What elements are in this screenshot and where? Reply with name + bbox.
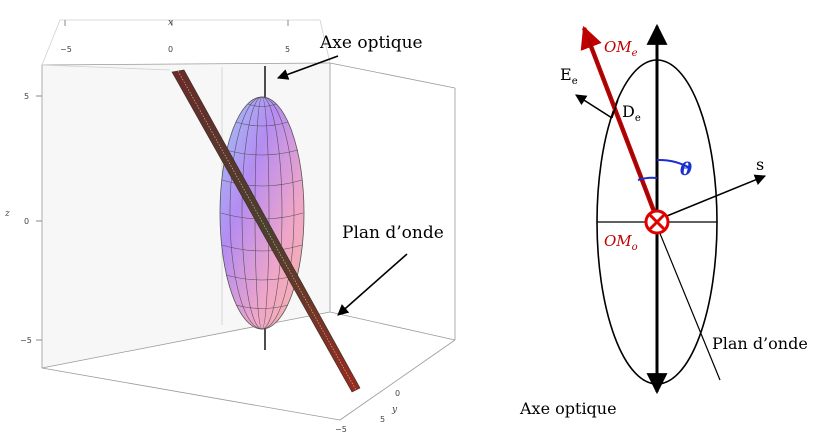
- y-axis-name: y: [391, 405, 398, 415]
- left-3d-plot: −5 0 5 x 5 0 −5 z 0 5 −5 y: [4, 18, 456, 434]
- y-tick-label: 5: [380, 415, 385, 424]
- label-s: s: [756, 155, 764, 174]
- y-axis-ticks: 0 5 −5 y: [335, 389, 400, 434]
- origin-cross-circle: [644, 209, 670, 235]
- z-tick-label: −5: [20, 336, 32, 345]
- callout-axe-optique: Axe optique: [319, 33, 423, 53]
- s-vector: [661, 174, 767, 219]
- callout-axis-arrow: [276, 55, 339, 80]
- wave-plane: [171, 69, 361, 393]
- x-tick-label: 0: [168, 45, 173, 54]
- label-theta: θ: [680, 159, 692, 180]
- y-tick-label: 0: [395, 389, 400, 398]
- x-axis-ticks: −5 0 5 x: [60, 18, 290, 54]
- x-tick-label: −5: [60, 45, 72, 54]
- label-OMo: OMo: [604, 232, 638, 253]
- wave-plane-line: [651, 213, 721, 381]
- Ee-vector: [575, 94, 613, 119]
- label-Ee: Ee: [560, 65, 578, 87]
- z-tick-label: 0: [24, 217, 29, 226]
- z-tick-label: 5: [24, 92, 29, 101]
- label-plan-donde: Plan d’onde: [712, 334, 808, 353]
- z-axis-ticks: 5 0 −5 z: [4, 92, 42, 345]
- callout-plane-arrow: [337, 253, 408, 316]
- x-axis-name: x: [168, 18, 173, 28]
- OMe-vector-shade: [587, 37, 656, 215]
- y-tick-label: −5: [335, 425, 347, 434]
- z-axis-name: z: [4, 209, 10, 219]
- theta-arc-left: [637, 176, 658, 181]
- label-axe-optique: Axe optique: [519, 399, 617, 418]
- label-De: De: [622, 102, 641, 124]
- theta-arc: [656, 158, 691, 169]
- right-2d-diagram: OMe Ee De θ s OMo Plan d’onde Axe optiqu…: [519, 23, 808, 418]
- x-tick-label: 5: [285, 45, 290, 54]
- De-segment: [611, 99, 619, 119]
- label-OMe: OMe: [604, 38, 638, 59]
- callout-plan-donde: Plan d’onde: [342, 223, 444, 243]
